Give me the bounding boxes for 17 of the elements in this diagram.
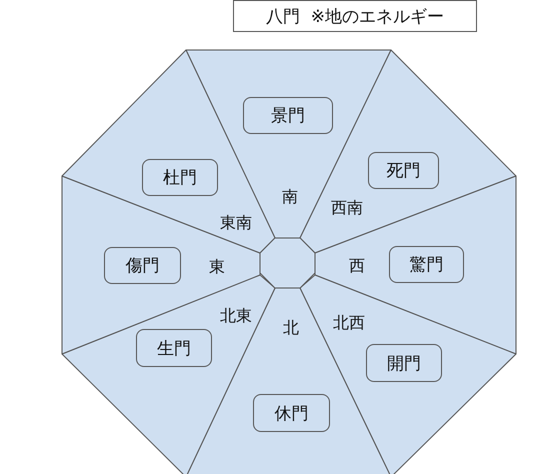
gate-name-box: 生門	[136, 329, 212, 367]
direction-label: 南	[282, 189, 298, 205]
gate-name-box: 杜門	[142, 159, 218, 196]
gate-name-box: 景門	[243, 97, 333, 134]
direction-label: 東南	[220, 215, 252, 231]
direction-label: 北西	[333, 315, 365, 331]
direction-label: 西	[349, 258, 365, 274]
gate-name-box: 開門	[366, 344, 442, 382]
direction-label: 東	[209, 259, 225, 275]
gate-name-box: 死門	[368, 152, 439, 189]
gate-name-box: 傷門	[104, 247, 181, 284]
direction-label: 北	[283, 320, 299, 336]
title-banner: 八門 ※地のエネルギー	[233, 0, 477, 32]
direction-label: 北東	[220, 308, 252, 324]
direction-label: 西南	[331, 200, 363, 216]
gate-name-box: 驚門	[389, 246, 464, 283]
gate-name-box: 休門	[253, 394, 330, 432]
